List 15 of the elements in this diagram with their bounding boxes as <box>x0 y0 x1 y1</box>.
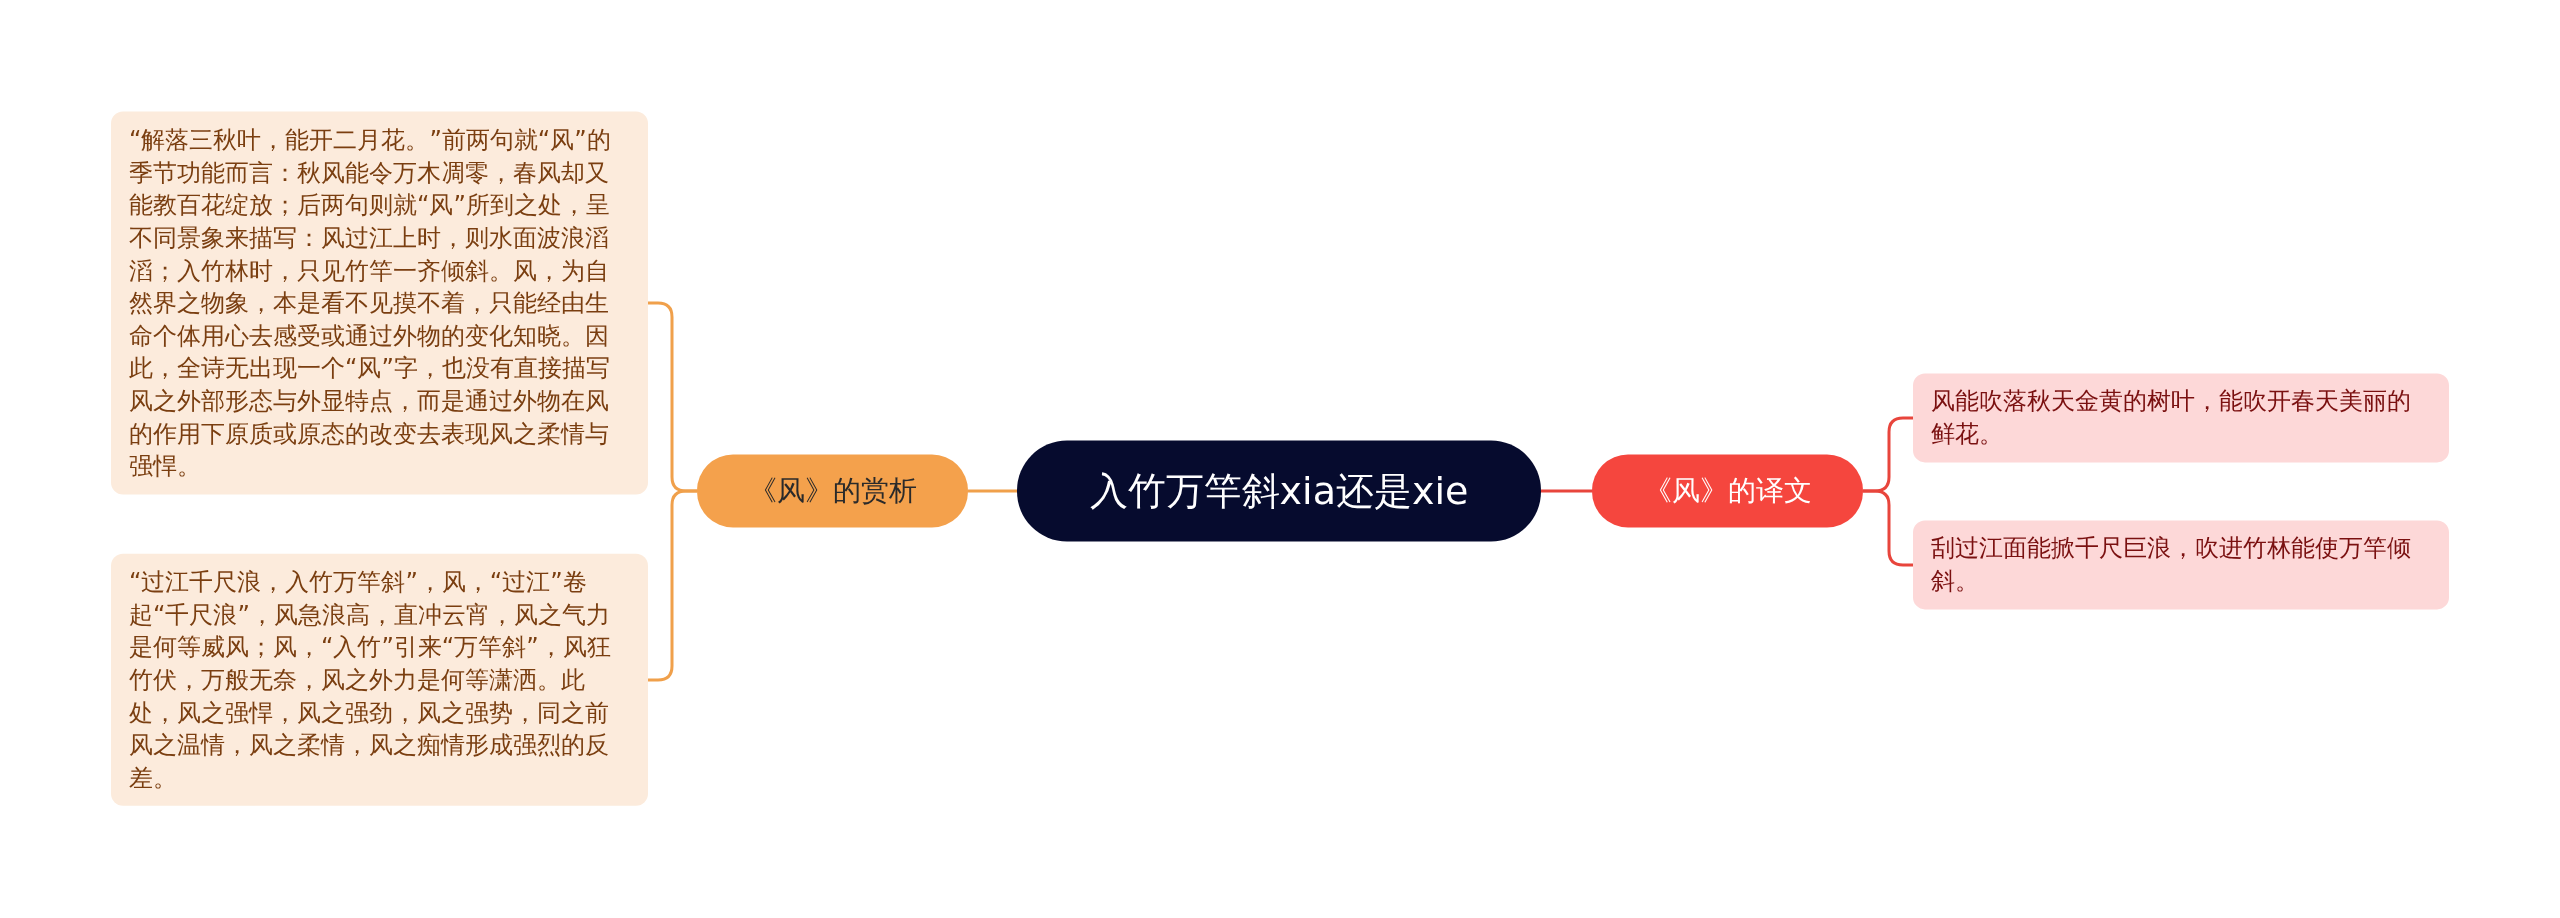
note-card <box>1913 520 2449 610</box>
note-text: 刮过江面能掀千尺巨浪，吹进竹林能使万竿倾斜。 <box>1931 533 2412 597</box>
connector-line <box>968 489 1017 493</box>
note-card <box>111 553 648 807</box>
note-text: “过江千尺浪，入竹万竿斜”，风，“过江”卷起“千尺浪”，风急浪高，直冲云宵，风之气力是何等威风；风，“入竹”引来“万竿斜”，风狂竹伏，万般无奈，风之外力是何等潇洒。此处，风之强悍，风之强劲，风之强势，同之前风之温情，风之柔情，风之痴情形成强烈的反差。 <box>129 566 612 794</box>
note-card <box>1913 373 2449 463</box>
note-card <box>111 111 648 495</box>
connector-line <box>1863 489 1913 567</box>
note-text: “解落三秋叶，能开二月花。”前两句就“风”的季节功能而言：秋风能令万木凋零，春风却又能教百花绽放；后两句则就“风”所到之处，呈不同景象来描写：风过江上时，则水面波浪滔滔；入竹林时，只见竹竿一齐倾斜。风，为自然界之物象，本是看不见摸不着，只能经由生命个体用心去感受或通过外物的变化知晓。因此，全诗无出现一个“风”字，也没有直接描写风之外部形态与外显特点，而是通过外物在风的作用下原质或原态的改变去表现风之柔情与强悍。 <box>129 124 612 482</box>
topic-title: 入竹万竿斜xia还是xie <box>1089 467 1469 515</box>
connector-line <box>648 489 697 682</box>
connector-line <box>1541 489 1592 493</box>
topic-label: 《风》的赏析 <box>748 472 917 509</box>
topic-label: 《风》的译文 <box>1643 472 1812 509</box>
note-text: 风能吹落秋天金黄的树叶，能吹开春天美丽的鲜花。 <box>1931 386 2412 450</box>
